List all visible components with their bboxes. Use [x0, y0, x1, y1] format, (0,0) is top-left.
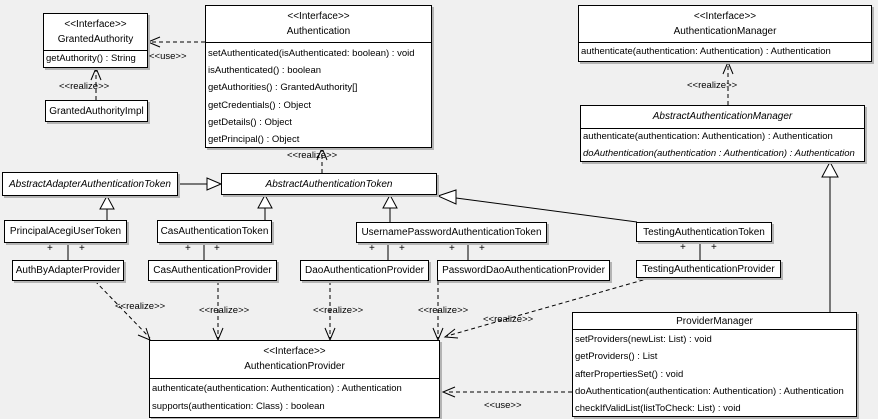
- method: getDetails() : Object: [208, 116, 292, 128]
- association-end-plus: +: [449, 243, 455, 254]
- methods-compartment: authenticate(authentication: Authenticat…: [579, 42, 871, 61]
- class-testing-authentication-provider[interactable]: TestingAuthenticationProvider: [636, 260, 781, 278]
- class-name: AbstractAuthenticationManager: [652, 111, 793, 122]
- association-end-plus: +: [47, 243, 53, 254]
- class-name: DaoAuthenticationProvider: [305, 265, 424, 276]
- association-end-plus: +: [711, 242, 717, 253]
- method: doAuthentication(authentication: Authent…: [575, 385, 844, 397]
- association-end-plus: +: [185, 243, 191, 254]
- class-header: ProviderManager: [573, 313, 856, 329]
- method: setAuthenticated(isAuthenticated: boolea…: [208, 48, 415, 59]
- realize-edge-label: <<realize>>: [418, 305, 469, 316]
- class-name: AuthenticationProvider: [244, 361, 345, 372]
- class-header: <<Interface>> GrantedAuthority: [44, 14, 147, 50]
- class-name: Authentication: [286, 26, 351, 37]
- methods-compartment: authenticate(authentication: Authenticat…: [150, 378, 439, 416]
- realize-edge-label: <<realize>>: [483, 314, 534, 325]
- stereotype-label: <<Interface>>: [64, 19, 127, 30]
- method: authenticate(authentication: Authenticat…: [152, 383, 402, 394]
- method: afterPropertiesSet() : void: [575, 368, 684, 380]
- use-edge-label: <<use>>: [484, 400, 522, 411]
- class-name: GrantedAuthority: [57, 34, 134, 45]
- class-header: AbstractAuthenticationManager: [581, 106, 864, 128]
- class-granted-authority-impl[interactable]: GrantedAuthorityImpl: [45, 100, 148, 122]
- method: doAuthentication(authentication : Authen…: [583, 147, 855, 159]
- realize-edge-label: <<realize>>: [199, 305, 250, 316]
- method: checkIfValidList(listToCheck: List) : vo…: [575, 403, 741, 415]
- class-name: AbstractAuthenticationToken: [265, 178, 393, 190]
- methods-compartment: getAuthority() : String: [44, 50, 147, 67]
- methods-compartment: setProviders(newList: List) : void getPr…: [573, 329, 856, 417]
- class-name: CasAuthenticationProvider: [153, 265, 272, 276]
- class-header: <<Interface>> AuthenticationProvider: [150, 341, 439, 378]
- use-edge-label: <<use>>: [149, 51, 187, 62]
- class-provider-manager[interactable]: ProviderManager setProviders(newList: Li…: [572, 312, 857, 417]
- realize-edge-label: <<realize>>: [313, 305, 364, 316]
- class-username-password-authentication-token[interactable]: UsernamePasswordAuthenticationToken: [356, 222, 547, 243]
- class-name: TestingAuthenticationProvider: [642, 263, 775, 275]
- method: authenticate(authentication: Authenticat…: [581, 46, 831, 57]
- methods-compartment: authenticate(authentication: Authenticat…: [581, 128, 864, 162]
- realize-edge-label: <<realize>>: [59, 81, 110, 92]
- realize-edge-label: <<realize>>: [687, 80, 738, 91]
- method: getProviders() : List: [575, 351, 658, 363]
- class-name: PasswordDaoAuthenticationProvider: [442, 265, 605, 276]
- class-name: TestingAuthenticationToken: [643, 226, 765, 238]
- methods-compartment: setAuthenticated(isAuthenticated: boolea…: [206, 42, 431, 148]
- class-name: CasAuthenticationToken: [160, 226, 269, 237]
- method: getCredentials() : Object: [208, 99, 311, 111]
- class-name: AuthByAdapterProvider: [15, 265, 121, 276]
- class-dao-authentication-provider[interactable]: DaoAuthenticationProvider: [300, 260, 429, 281]
- class-name: AbstractAdapterAuthenticationToken: [9, 178, 171, 190]
- class-auth-by-adapter-provider[interactable]: AuthByAdapterProvider: [12, 260, 124, 281]
- association-end-plus: +: [369, 243, 375, 254]
- class-authentication-provider[interactable]: <<Interface>> AuthenticationProvider aut…: [149, 340, 440, 418]
- class-cas-authentication-token[interactable]: CasAuthenticationToken: [157, 220, 272, 243]
- class-granted-authority[interactable]: <<Interface>> GrantedAuthority getAuthor…: [43, 13, 148, 68]
- stereotype-label: <<Interface>>: [263, 346, 326, 357]
- class-name: AuthenticationManager: [673, 26, 777, 37]
- class-name: UsernamePasswordAuthenticationToken: [361, 227, 542, 238]
- class-abstract-adapter-authentication-token[interactable]: AbstractAdapterAuthenticationToken: [2, 172, 178, 196]
- association-end-plus: +: [214, 243, 220, 254]
- class-testing-authentication-token[interactable]: TestingAuthenticationToken: [636, 222, 772, 242]
- stereotype-label: <<Interface>>: [287, 11, 350, 22]
- method: setProviders(newList: List) : void: [575, 334, 712, 345]
- class-abstract-authentication-token[interactable]: AbstractAuthenticationToken: [221, 173, 437, 195]
- class-cas-authentication-provider[interactable]: CasAuthenticationProvider: [148, 260, 277, 281]
- method: authenticate(authentication: Authenticat…: [583, 131, 833, 142]
- class-name: ProviderManager: [676, 316, 753, 327]
- class-name: GrantedAuthorityImpl: [49, 105, 144, 117]
- class-password-dao-authentication-provider[interactable]: PasswordDaoAuthenticationProvider: [437, 260, 610, 281]
- method: supports(authentication: Class) : boolea…: [152, 401, 325, 412]
- method: isAuthenticated() : boolean: [208, 65, 322, 77]
- class-name: PrincipalAcegiUserToken: [9, 226, 122, 237]
- stereotype-label: <<Interface>>: [693, 11, 757, 22]
- class-authentication-manager[interactable]: <<Interface>> AuthenticationManager auth…: [578, 5, 872, 62]
- class-authentication[interactable]: <<Interface>> Authentication setAuthenti…: [205, 5, 432, 148]
- class-abstract-authentication-manager[interactable]: AbstractAuthenticationManager authentica…: [580, 105, 865, 162]
- association-end-plus: +: [479, 243, 485, 254]
- method: getAuthority() : String: [46, 53, 136, 64]
- realize-edge-label: <<realize>>: [115, 301, 166, 312]
- class-header: <<Interface>> Authentication: [206, 6, 431, 42]
- association-end-plus: +: [680, 242, 686, 253]
- class-principal-acegi-user-token[interactable]: PrincipalAcegiUserToken: [4, 220, 127, 243]
- method: getPrincipal() : Object: [208, 134, 300, 146]
- class-header: <<Interface>> AuthenticationManager: [579, 6, 871, 42]
- realize-edge-label: <<realize>>: [287, 150, 338, 161]
- association-end-plus: +: [79, 243, 85, 254]
- method: getAuthorities() : GrantedAuthority[]: [208, 82, 358, 94]
- association-end-plus: +: [399, 243, 405, 254]
